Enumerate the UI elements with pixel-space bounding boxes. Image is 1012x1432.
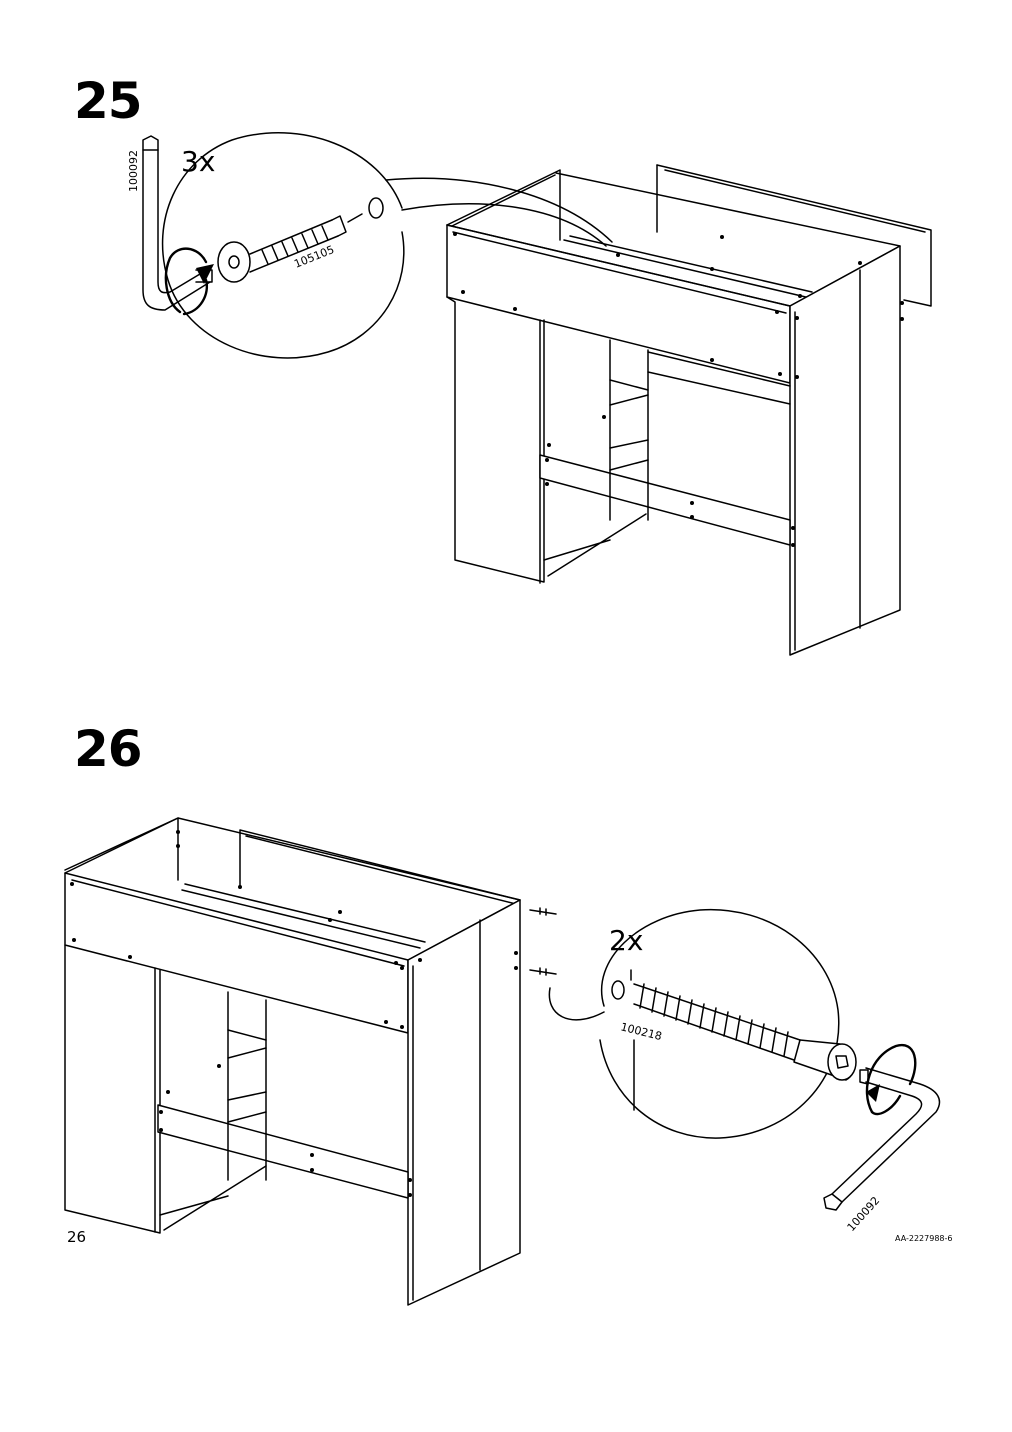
step-26-callout-leader [548, 987, 605, 1021]
step-26-number: 26 [74, 720, 143, 778]
step-25-number: 25 [74, 72, 143, 130]
page-number: 26 [67, 1228, 87, 1246]
rotation-arrow-icon [164, 247, 214, 316]
step-25-furniture-frame [446, 164, 932, 656]
threaded-screw-icon [611, 969, 857, 1081]
cam-bolt-icon [217, 197, 384, 283]
document-code: AA-2227988-6 [895, 1234, 953, 1243]
step-26-furniture-frame [64, 817, 521, 1306]
rotation-arrow-icon [865, 1043, 917, 1116]
step-25-tool-part-number: 100092 [127, 150, 140, 192]
screw-small-icon [529, 907, 557, 976]
step-26-tool-part-number: 100092 [845, 1194, 883, 1234]
step-26-detail-circle [599, 908, 840, 1139]
step-26-screw-part-number: 100218 [619, 1020, 663, 1043]
step-25-callout-leader [385, 177, 613, 247]
allen-key-icon [823, 1067, 941, 1211]
step-25-detail-circle [161, 132, 405, 359]
